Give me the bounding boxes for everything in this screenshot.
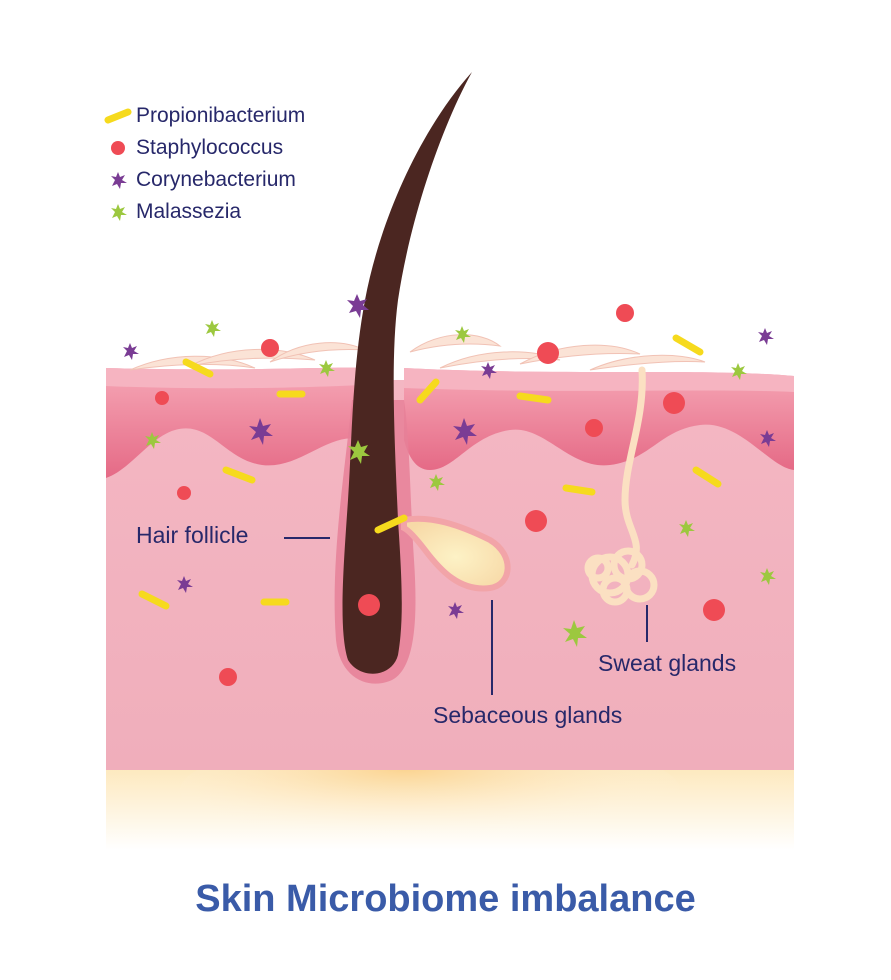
legend-label: Malassezia <box>136 200 242 223</box>
hair-shaft <box>342 72 472 674</box>
diagram-title: Skin Microbiome imbalance <box>195 878 696 920</box>
legend-item-malassezia: Malassezia <box>100 196 305 228</box>
epidermis-top-band-right <box>404 368 794 392</box>
legend-item-staphylococcus: Staphylococcus <box>100 132 305 164</box>
rod-bacterium-icon <box>100 106 136 126</box>
malassezia-cells <box>145 320 776 647</box>
hair-follicle-label: Hair follicle <box>136 522 249 548</box>
legend-item-corynebacterium: Corynebacterium <box>100 164 305 196</box>
spiky-bacterium-icon <box>100 170 136 190</box>
spiky-fungus-icon <box>100 202 136 222</box>
sweat-gland <box>584 366 658 606</box>
sebaceous-glands-label: Sebaceous glands <box>433 702 623 728</box>
legend-label: Staphylococcus <box>136 136 284 159</box>
corynebacterium-cells <box>123 294 776 619</box>
legend: Propionibacterium Staphylococcus Coryneb… <box>100 100 305 228</box>
leader-lines <box>284 537 648 695</box>
legend-item-propionibacterium: Propionibacterium <box>100 100 305 132</box>
epidermis-top-band <box>106 367 362 389</box>
epidermis-layer-right <box>404 368 794 470</box>
sebaceous-gland <box>401 515 511 592</box>
staphylococcus-cells <box>155 304 725 686</box>
propionibacterium-cells <box>138 334 722 610</box>
sweat-glands-label: Sweat glands <box>598 650 737 676</box>
skin-surface-flakes <box>129 334 706 371</box>
legend-label: Propionibacterium <box>136 104 306 127</box>
legend-label: Corynebacterium <box>136 168 296 191</box>
coccus-bacterium-icon <box>100 138 136 158</box>
